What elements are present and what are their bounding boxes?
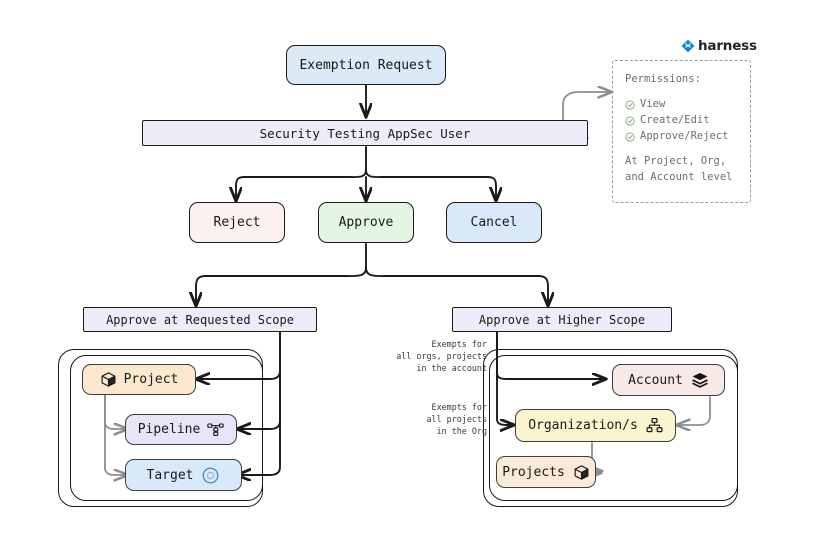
check-circle-icon xyxy=(625,132,635,142)
node-account[interactable]: Account xyxy=(612,364,725,396)
node-target[interactable]: Target xyxy=(125,459,242,491)
check-circle-icon xyxy=(625,100,635,110)
permission-item-view: View xyxy=(625,97,750,113)
permission-label: Create/Edit xyxy=(640,113,710,126)
node-projects[interactable]: Projects xyxy=(496,456,596,488)
edge-label-exempts-org: Exempts for all projects in the Org xyxy=(426,402,487,436)
edge-project-to-target xyxy=(104,393,128,475)
node-label: Cancel xyxy=(470,215,518,230)
brand-name: harness xyxy=(698,38,757,54)
edge-scope-to-target xyxy=(237,331,281,475)
permissions-footer-line2: and Account level xyxy=(625,170,733,183)
target-circle-icon xyxy=(201,466,220,485)
node-approve-at-higher-scope[interactable]: Approve at Higher Scope xyxy=(452,307,672,332)
requested-scope-inner-container xyxy=(70,355,263,501)
node-label: Projects xyxy=(502,464,565,480)
node-label: Approve at Higher Scope xyxy=(478,312,646,327)
node-label: Project xyxy=(123,372,179,387)
node-pipeline[interactable]: Pipeline xyxy=(125,414,237,445)
cube-icon xyxy=(100,371,117,388)
node-exemption-request[interactable]: Exemption Request xyxy=(286,45,446,85)
node-label: Pipeline xyxy=(137,422,201,437)
harness-diamond-icon xyxy=(681,39,695,53)
node-approve[interactable]: Approve xyxy=(318,202,414,243)
permission-label: Approve/Reject xyxy=(640,129,729,142)
check-circle-icon xyxy=(625,116,635,126)
brand-logo: harness xyxy=(681,38,757,54)
node-approve-at-requested-scope[interactable]: Approve at Requested Scope xyxy=(83,307,317,332)
pipeline-nodes-icon xyxy=(207,422,224,437)
edge-actor-to-cancel xyxy=(365,169,496,201)
permission-item-create-edit: Create/Edit xyxy=(625,113,750,129)
edge-scope-to-organizations xyxy=(496,331,514,425)
node-cancel[interactable]: Cancel xyxy=(446,202,542,243)
permission-label: View xyxy=(640,97,666,110)
edge-label-exempts-account: Exempts for all orgs, projects in the ac… xyxy=(396,339,487,373)
permissions-callout: Permissions: View Create/Edit xyxy=(612,60,751,203)
edge-approve-to-higher-scope xyxy=(365,267,548,306)
node-security-testing-appsec-user[interactable]: Security Testing AppSec User xyxy=(142,120,588,146)
node-organizations[interactable]: Organization/s xyxy=(515,409,676,442)
permissions-footer-line1: At Project, Org, xyxy=(625,154,727,167)
node-label: Security Testing AppSec User xyxy=(259,125,471,141)
node-label: Approve at Requested Scope xyxy=(106,312,294,327)
node-label: Exemption Request xyxy=(299,57,433,73)
node-project[interactable]: Project xyxy=(82,364,196,395)
node-label: Account xyxy=(628,372,683,388)
node-label: Approve xyxy=(338,215,394,230)
node-label: Reject xyxy=(213,215,261,230)
node-label: Target xyxy=(146,467,194,483)
edge-account-to-organizations xyxy=(676,396,711,425)
org-chart-icon xyxy=(646,417,663,434)
node-label: Organization/s xyxy=(528,418,638,433)
node-reject[interactable]: Reject xyxy=(189,202,285,243)
layers-stack-icon xyxy=(691,371,709,389)
permission-item-approve-reject: Approve/Reject xyxy=(625,129,750,145)
higher-scope-inner-container xyxy=(489,355,738,501)
edge-actor-to-reject xyxy=(236,169,367,201)
edge-approve-to-requested-scope xyxy=(196,267,367,306)
permissions-title: Permissions: xyxy=(625,73,701,85)
cube-icon xyxy=(573,464,590,481)
